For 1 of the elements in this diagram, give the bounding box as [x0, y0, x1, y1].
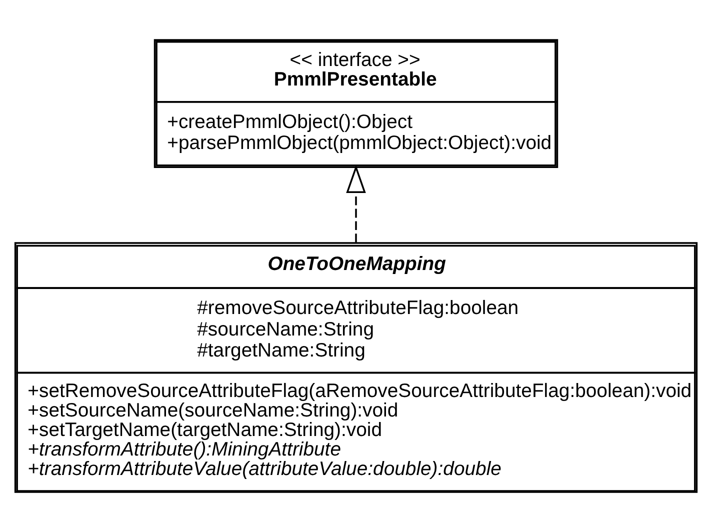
arrow — [346, 164, 366, 242]
